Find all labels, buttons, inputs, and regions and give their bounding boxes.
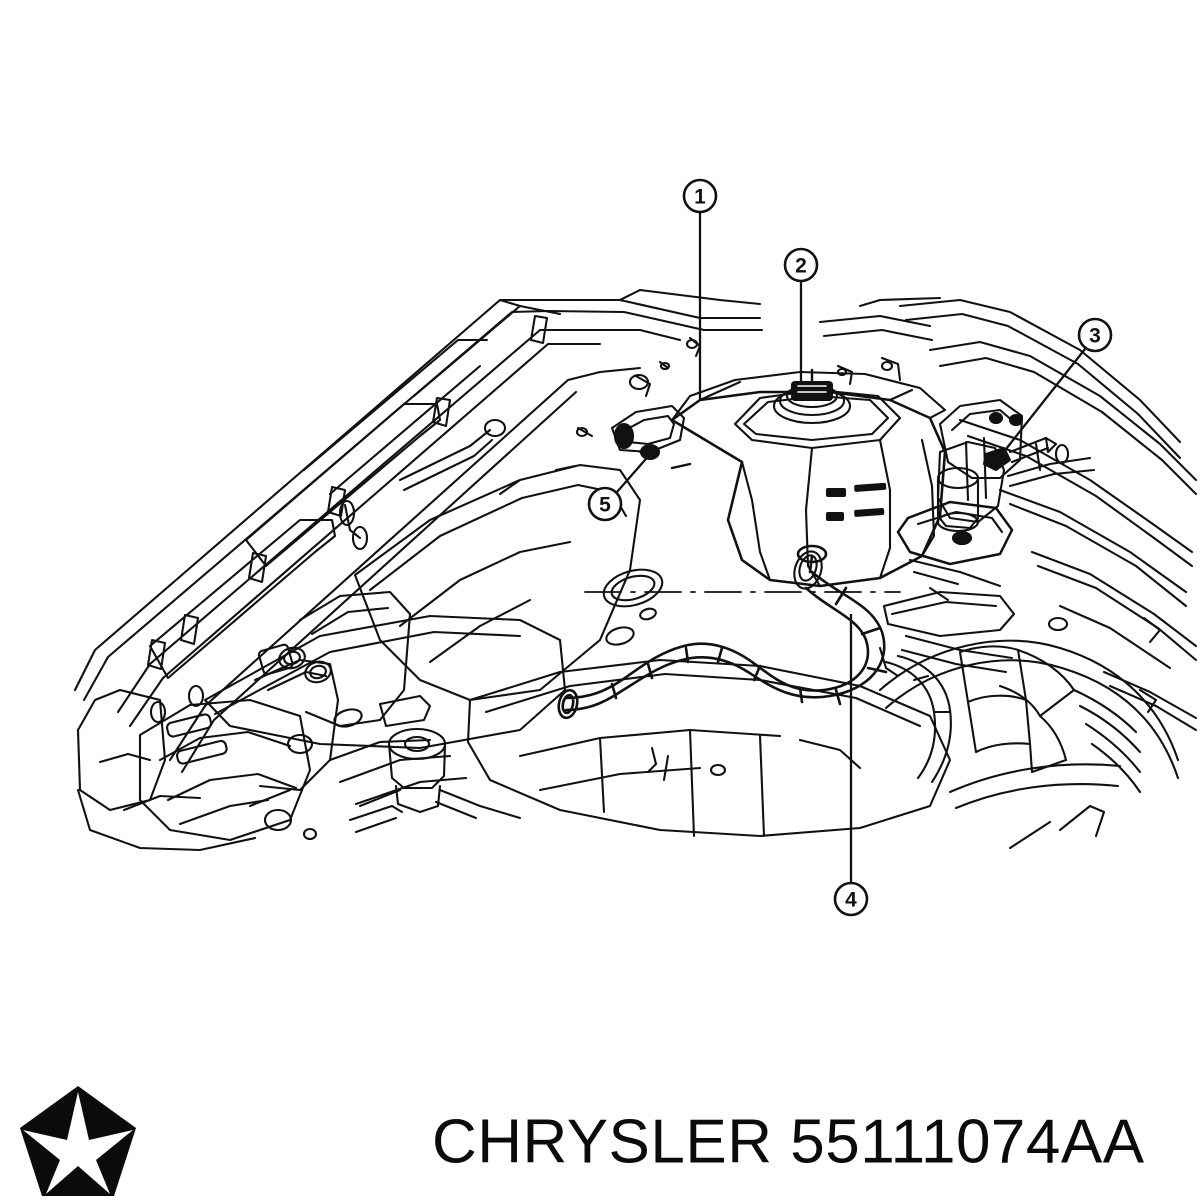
callout-balloons: 1 2 3 4 5 [587,178,1113,917]
callout-1[interactable]: 1 [682,178,718,214]
right-fender-wheel-arch [878,639,1180,850]
callout-circle-4[interactable] [833,881,869,917]
reservoir-mount-grommet [348,727,522,834]
callout-label-5: 5 [599,494,611,517]
frame-rail-structure [76,590,412,842]
chrysler-pentastar-logo [20,1086,136,1196]
leader-line-3 [994,348,1086,464]
leader-line-5 [616,451,653,493]
hood-latch-rod [338,418,507,551]
callout-circle-3[interactable] [1077,317,1113,353]
callout-circle-5[interactable] [587,486,623,522]
callout-label-1: 1 [694,186,706,209]
lower-left-sheetmetal [76,738,468,852]
callout-label-4: 4 [845,889,857,912]
lower-right-brackets [878,558,1016,678]
callout-2[interactable]: 2 [783,247,819,283]
callout-3[interactable]: 3 [1077,317,1113,353]
footer-bar: CHRYSLER 55111074AA [20,1086,1145,1196]
callout-circle-1[interactable] [682,178,718,214]
callout-label-3: 3 [1089,325,1101,348]
left-fender-rail-group [73,298,602,774]
engine-bay-line-art [73,288,1198,852]
washer-fluid-reservoir [610,368,947,590]
callout-label-2: 2 [795,255,807,278]
fluid-level-marks [826,482,887,521]
footer-part-label: CHRYSLER 55111074AA [432,1108,1145,1177]
cowl-right-details [575,296,942,438]
callout-5[interactable]: 5 [587,486,623,522]
cowl-panel-group [498,288,764,382]
callout-leader-lines [616,212,1086,883]
callout-4[interactable]: 4 [833,881,869,917]
callout-circle-2[interactable] [783,247,819,283]
pentastar-star [23,1092,133,1194]
radiator-support-panel [466,658,952,838]
crossmember-with-holes [203,614,567,750]
